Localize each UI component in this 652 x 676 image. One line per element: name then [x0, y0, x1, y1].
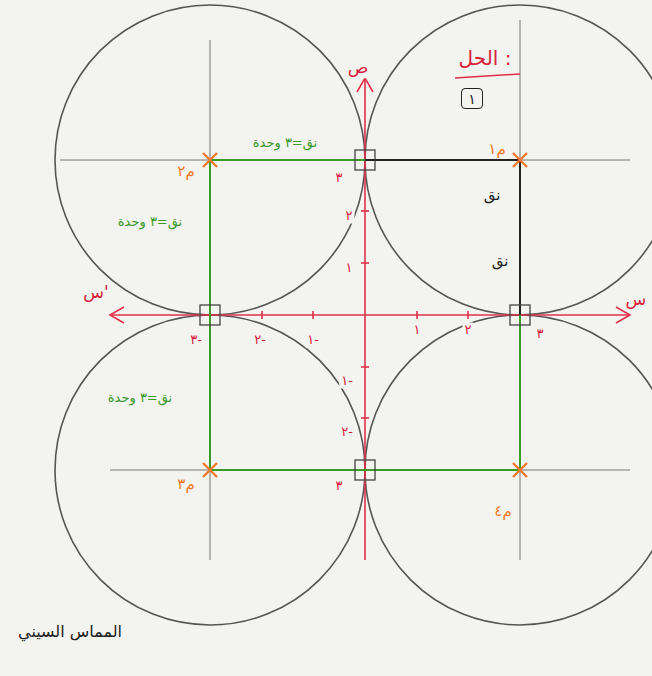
- tick-number: ٣: [535, 327, 546, 342]
- radius-label: نق=٣ وحدة: [116, 215, 184, 230]
- center-label: م٣: [175, 476, 196, 493]
- tick-number: ٣: [334, 479, 345, 494]
- radius-label: نق=٣ وحدة: [106, 391, 174, 406]
- center-label: م١: [486, 141, 507, 158]
- tick-number: ٣-: [188, 333, 204, 348]
- tick-number: ٢: [344, 209, 355, 224]
- note-text: المماس السيني: [16, 623, 124, 641]
- axis-name: ص: [346, 58, 371, 78]
- tick-number: ١-: [339, 374, 355, 389]
- tick-number: ١: [344, 261, 355, 276]
- tick-number: ٢-: [252, 333, 268, 348]
- problem-number-box: ١: [461, 88, 483, 109]
- radius-label: نق=٣ وحدة: [251, 136, 319, 151]
- tick-number: ١: [412, 323, 423, 338]
- tick-number: ١-: [305, 333, 321, 348]
- axis-name: س: [624, 290, 649, 310]
- center-label: م٤: [492, 503, 513, 520]
- radius-label: نق: [490, 253, 511, 270]
- axis-name: س': [81, 283, 110, 303]
- center-label: م٢: [175, 163, 196, 180]
- tick-number: ٢-: [339, 425, 355, 440]
- heading: الحل :: [457, 47, 514, 70]
- tick-number: ٣: [334, 171, 345, 186]
- problem-number: ١: [468, 91, 476, 107]
- radius-label: نق: [482, 187, 503, 204]
- tick-number: ٢: [463, 323, 474, 338]
